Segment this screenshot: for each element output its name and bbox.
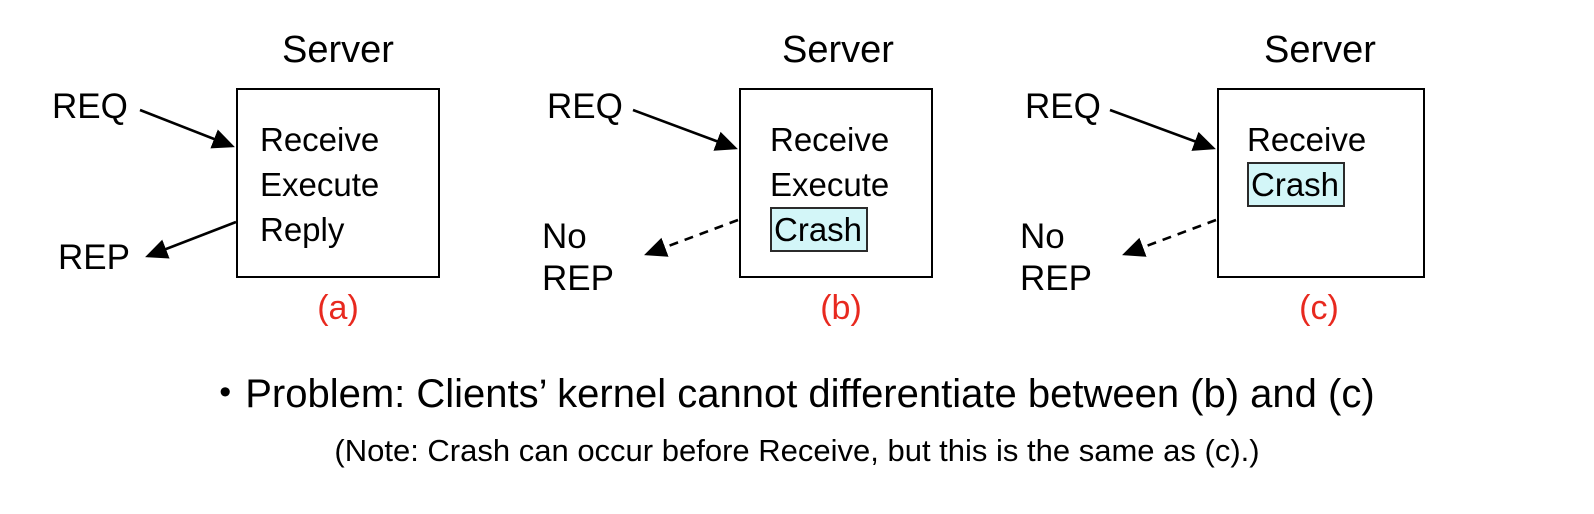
note-text: (Note: Crash can occur before Receive, b… (334, 433, 1260, 468)
no-reply-line2-c: REP (1020, 259, 1092, 298)
no-reply-line1-b: No (542, 217, 587, 256)
problem-bullet-line: • Problem: Clients’ kernel cannot differe… (0, 368, 1594, 418)
step-crash-b: Crash (770, 207, 889, 252)
reply-label-a: REP (58, 238, 130, 277)
step-execute-a: Execute (260, 166, 380, 203)
request-arrow-c (1109, 108, 1216, 151)
arrows-b (632, 108, 739, 257)
request-arrow-a (139, 108, 235, 149)
no-reply-arrow-b (644, 218, 739, 257)
request-label-c: REQ (1025, 87, 1101, 126)
panel-caption-a: (a) (317, 289, 359, 327)
panel-b: Server Receive Execute Crash REQ No REP (505, 0, 1025, 345)
arrows-a (139, 108, 237, 259)
step-reply-a: Reply (260, 211, 345, 248)
step-receive-c: Receive (1247, 121, 1367, 158)
reply-arrow-a (145, 220, 237, 259)
step-crash-c: Crash (1247, 162, 1366, 207)
server-title-c: Server (1264, 29, 1376, 71)
server-steps-c: Receive Crash (1247, 117, 1366, 207)
no-reply-label-b: No REP (542, 216, 614, 300)
problem-bullet-text: Problem: Clients’ kernel cannot differen… (245, 372, 1375, 416)
problem-bullet-row: • Problem: Clients’ kernel cannot differe… (0, 368, 1594, 418)
panel-caption-b: (b) (820, 289, 862, 327)
panel-a: Server Receive Execute Reply REQ REP (a) (0, 0, 520, 345)
server-title-b: Server (782, 29, 894, 71)
server-steps-b: Receive Execute Crash (770, 117, 889, 252)
crash-highlight-b: Crash (770, 207, 869, 252)
no-reply-line1-c: No (1020, 217, 1065, 256)
crash-highlight-c: Crash (1247, 162, 1346, 207)
no-reply-line2-b: REP (542, 259, 614, 298)
panel-c: Server Receive Crash REQ No REP (c) (985, 0, 1505, 345)
arrows-c (1109, 108, 1217, 257)
request-label-b: REQ (547, 87, 623, 126)
step-receive-b: Receive (770, 121, 890, 158)
step-execute-b: Execute (770, 166, 890, 203)
server-title-a: Server (282, 29, 394, 71)
step-receive-a: Receive (260, 121, 380, 158)
panel-caption-c: (c) (1299, 289, 1339, 327)
server-steps-a: Receive Execute Reply (260, 117, 379, 252)
no-reply-label-c: No REP (1020, 216, 1092, 300)
server-box-a (236, 88, 440, 278)
no-reply-arrow-c (1122, 218, 1217, 257)
bullet-dot-icon: • (219, 373, 232, 411)
request-arrow-b (632, 108, 738, 151)
request-label-a: REQ (52, 87, 128, 126)
